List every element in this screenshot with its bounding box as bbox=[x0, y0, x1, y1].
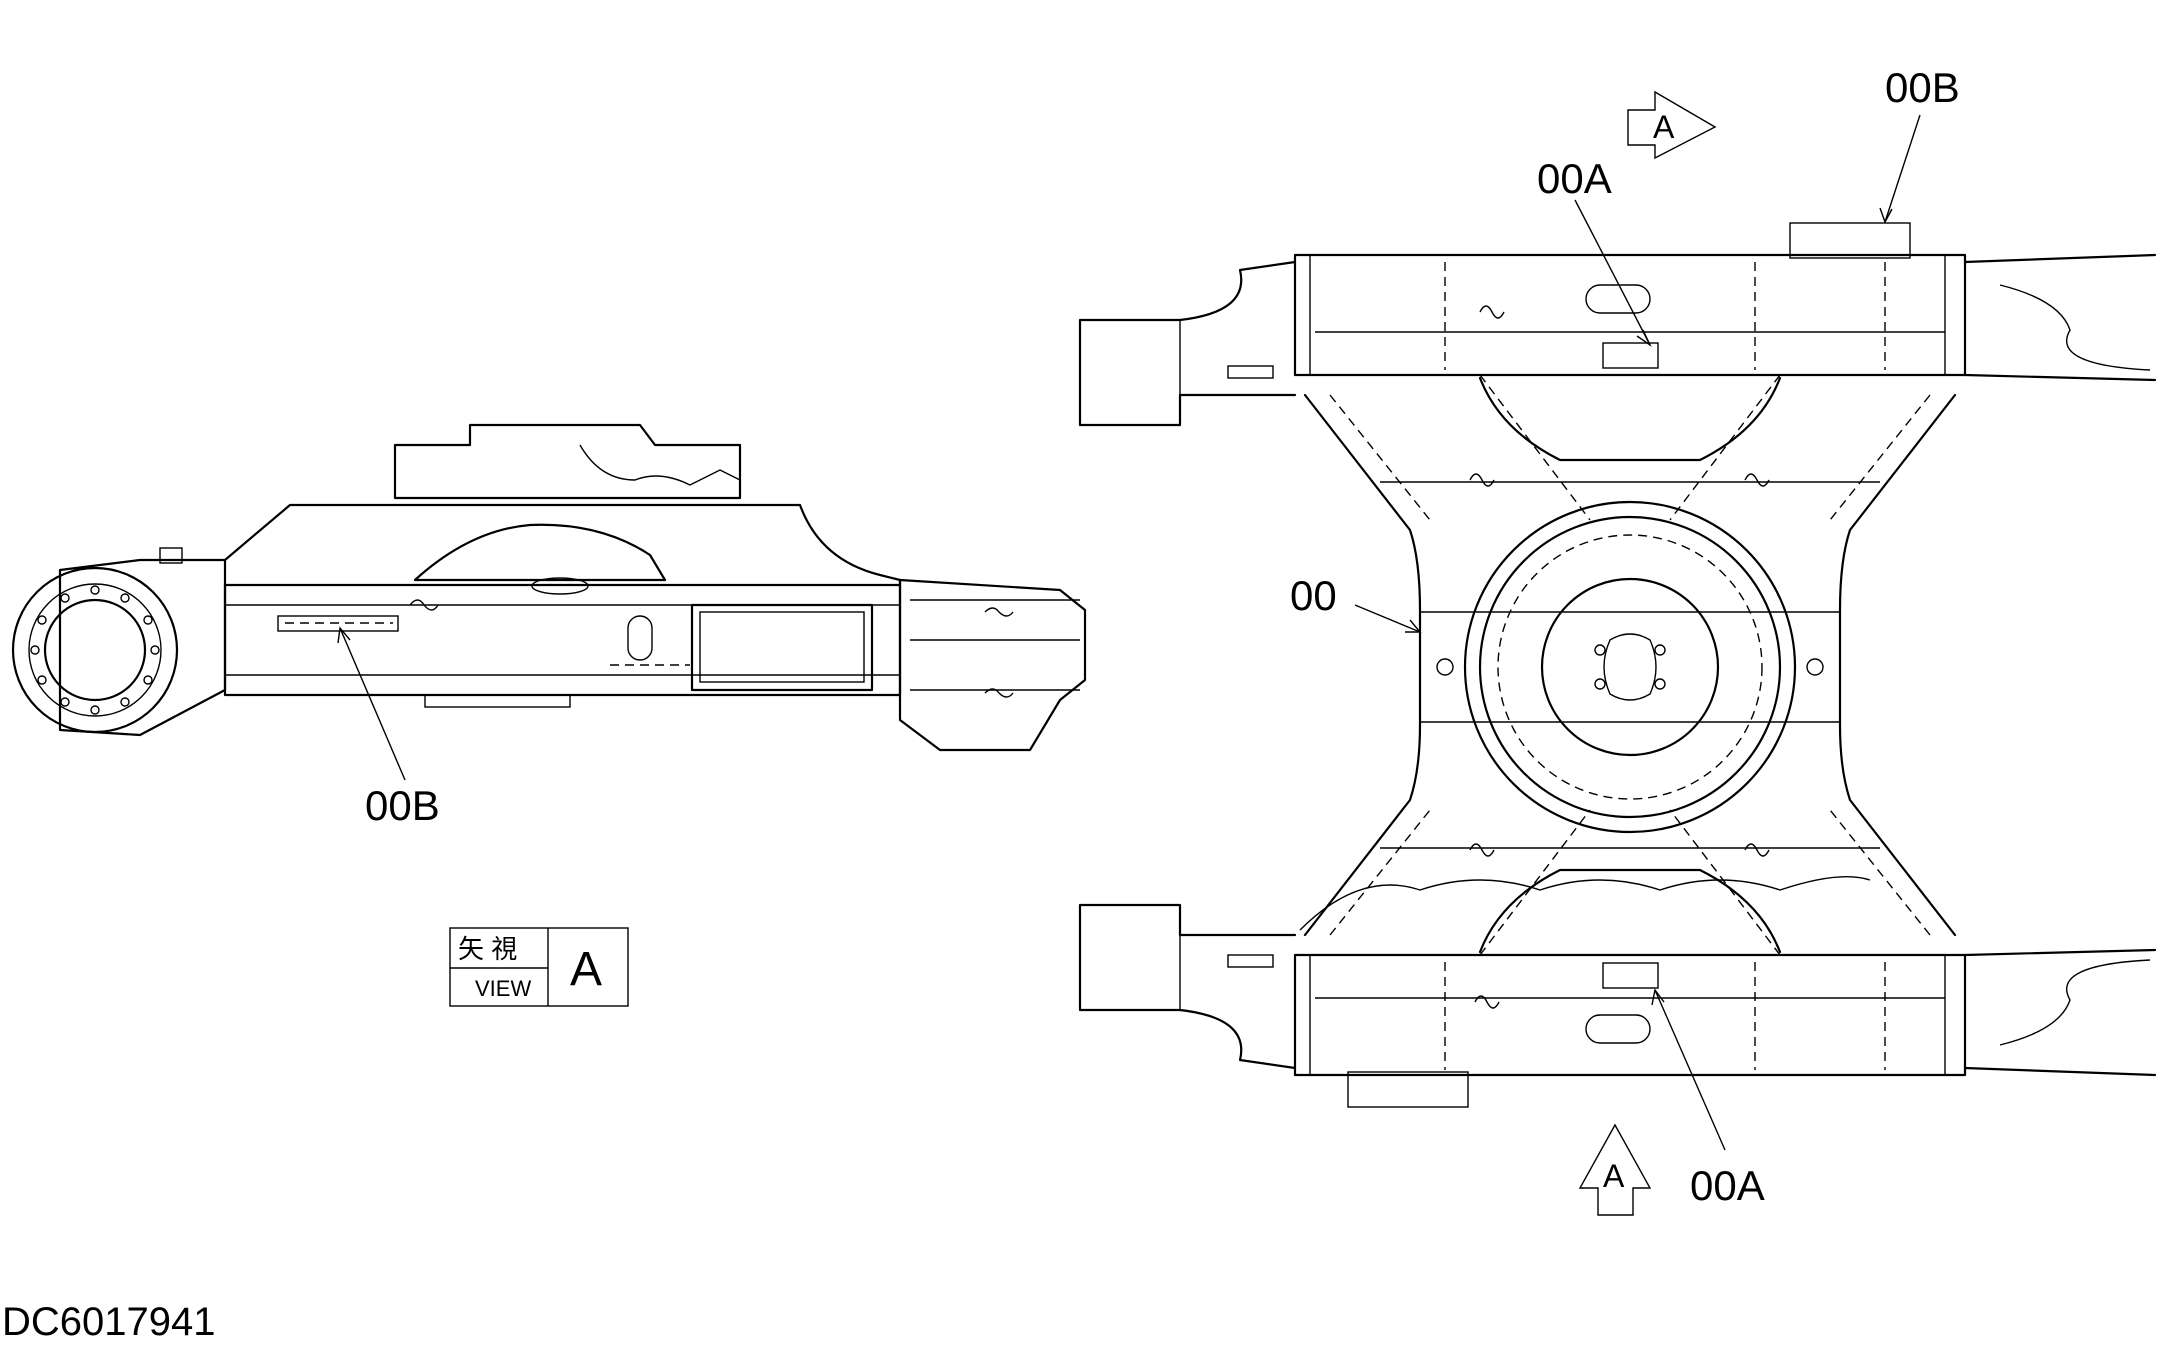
top-view-frame bbox=[1078, 222, 2157, 1108]
callout-00: 00 bbox=[1290, 572, 1337, 619]
view-arrow-bottom bbox=[1578, 1123, 1652, 1216]
callout-00b-top: 00B bbox=[1885, 64, 1960, 111]
side-view-frame bbox=[11, 423, 1087, 752]
view-box-word: VIEW bbox=[475, 976, 531, 1001]
view-box-letter: A bbox=[570, 943, 602, 996]
view-arrow-bottom-letter: A bbox=[1603, 1158, 1625, 1194]
view-arrow-top bbox=[1627, 90, 1717, 160]
view-arrow-top-letter: A bbox=[1653, 109, 1675, 145]
callout-00a-bottom: 00A bbox=[1690, 1162, 1765, 1209]
view-box-kanji: 矢 視 bbox=[458, 934, 517, 964]
view-box bbox=[449, 927, 629, 1007]
leader-lines bbox=[337, 114, 1921, 1151]
callout-00b-side: 00B bbox=[365, 782, 440, 829]
callout-00a-top: 00A bbox=[1537, 155, 1612, 202]
drawing-code: DC6017941 bbox=[2, 1300, 216, 1344]
